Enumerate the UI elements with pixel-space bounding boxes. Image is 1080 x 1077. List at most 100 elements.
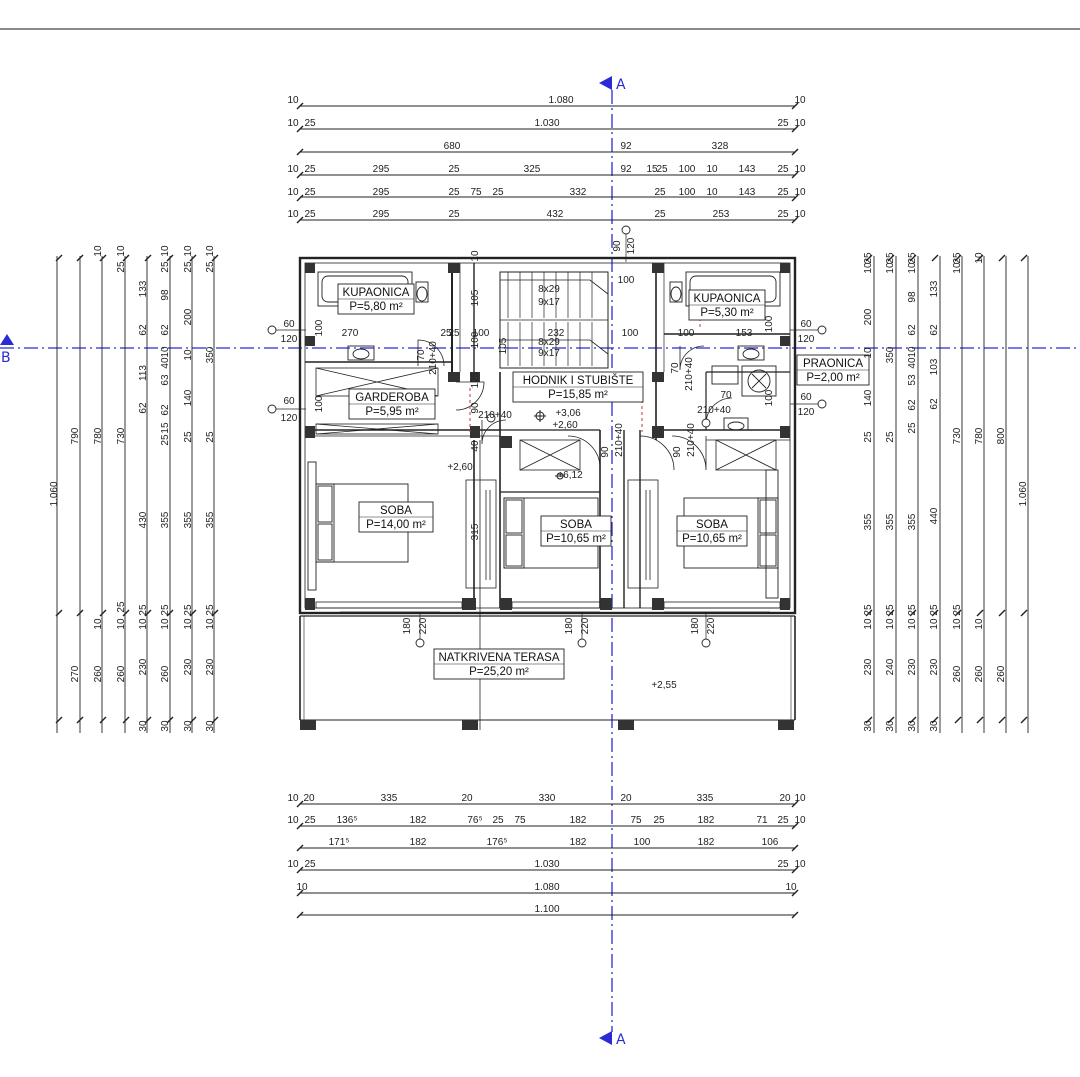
- top-dim-2-1: 92: [620, 141, 632, 152]
- dimension-tick: [998, 609, 1006, 617]
- room-name: PRAONICA: [803, 358, 863, 370]
- plan-vertical-annotation: 100: [314, 395, 325, 412]
- top-dim-3-11: 25: [777, 164, 789, 175]
- dimension-tick: [887, 609, 895, 617]
- top-dim-5-5: 25: [654, 209, 666, 220]
- top-dim-4-12: 10: [794, 187, 806, 198]
- dimension-tick: [954, 716, 962, 724]
- left-dim-5-5: 40: [160, 357, 171, 369]
- right-dim-0-8: 10: [863, 618, 874, 630]
- left-dim-5-4: 10: [160, 346, 171, 358]
- bottom-dim-4-0: 10: [296, 882, 308, 893]
- dimension-tick: [887, 254, 895, 262]
- top-dim-5-4: 432: [547, 209, 564, 220]
- plan-annotation: 120: [798, 407, 815, 418]
- top-dim-4-6: 332: [570, 187, 587, 198]
- top-dim-3-4: 325: [524, 164, 541, 175]
- bottom-dim-1-1: 25: [304, 815, 316, 826]
- dimension-tick: [55, 254, 63, 262]
- dimension-tick: [791, 822, 799, 830]
- top-dim-2-2: 328: [712, 141, 729, 152]
- bottom-dim-1-11: 71: [756, 815, 768, 826]
- top-dim-5-7: 25: [777, 209, 789, 220]
- dimension-tick: [865, 609, 873, 617]
- right-dim-2-1: 10: [907, 262, 918, 274]
- left-dim-6-2: 200: [183, 308, 194, 325]
- section-label-a-bottom: A: [616, 1032, 626, 1048]
- dimension-tick: [76, 254, 84, 262]
- dimension-tick: [166, 716, 174, 724]
- bottom-dim-2-5: 182: [698, 837, 715, 848]
- left-dim-6-4: 140: [183, 389, 194, 406]
- plan-vertical-annotation: 105: [498, 337, 509, 354]
- left-dim-5-8: 15: [160, 422, 171, 434]
- left-dimension-text: 1.06079027010780102601025730102526013362…: [49, 245, 216, 732]
- right-dim-5-0: 10: [974, 252, 985, 264]
- plan-annotation: 100: [622, 328, 639, 339]
- bottom-dim-1-4: 76⁵: [467, 815, 482, 826]
- left-dim-3-1: 25: [116, 261, 127, 273]
- plan-annotation: 100: [618, 275, 635, 286]
- dimension-tick: [211, 716, 219, 724]
- left-dim-3-2: 730: [116, 427, 127, 444]
- plan-vertical-annotation: 40: [470, 440, 481, 452]
- right-dimension-text: 2510200101402535525102303025103502535525…: [863, 252, 1029, 732]
- left-dim-0-0: 1.060: [49, 481, 60, 506]
- door-swings: [417, 339, 733, 471]
- plan-annotation: 210+40: [697, 405, 731, 416]
- dimension-tick: [99, 609, 107, 617]
- bottom-dim-1-0: 10: [287, 815, 299, 826]
- plan-annotation: +2,60: [552, 420, 578, 431]
- bottom-dim-3-0: 10: [287, 859, 299, 870]
- bottom-dim-5-0: 1.100: [534, 904, 559, 915]
- plan-annotation: 120: [281, 334, 298, 345]
- top-dim-3-10: 143: [739, 164, 756, 175]
- right-dim-1-6: 10: [885, 618, 896, 630]
- dimension-tick: [791, 148, 799, 156]
- left-dim-7-5: 10: [205, 618, 216, 630]
- right-dim-1-5: 25: [885, 604, 896, 616]
- right-dim-2-4: 10: [907, 346, 918, 358]
- left-dim-6-6: 355: [183, 511, 194, 528]
- bottom-dim-0-7: 20: [779, 793, 791, 804]
- right-dim-1-0: 25: [885, 252, 896, 264]
- dimension-tick: [296, 171, 304, 179]
- left-dim-4-8: 30: [138, 720, 149, 732]
- bottom-dim-0-2: 335: [381, 793, 398, 804]
- bottom-dim-2-4: 100: [634, 837, 651, 848]
- staircase-treads: [507, 272, 593, 366]
- right-dim-3-7: 230: [929, 658, 940, 675]
- plan-vertical-annotation: 125: [470, 371, 481, 388]
- dimension-tick: [189, 254, 197, 262]
- right-dim-7-0: 1.060: [1018, 481, 1029, 506]
- right-dim-3-5: 25: [929, 604, 940, 616]
- bottom-dim-0-6: 335: [697, 793, 714, 804]
- plan-vertical-annotation: 210+40: [684, 357, 695, 391]
- plan-vertical-annotation: 180: [402, 617, 413, 634]
- bottom-dim-3-2: 1.030: [534, 859, 559, 870]
- left-dim-4-6: 25: [138, 604, 149, 616]
- room-area: P=5,30 m²: [700, 307, 754, 319]
- top-dim-3-5: 92: [620, 164, 632, 175]
- bathroom-fixtures: [317, 271, 781, 431]
- left-dim-6-5: 25: [183, 431, 194, 443]
- dimension-tick: [99, 254, 107, 262]
- left-dim-6-1: 25: [183, 261, 194, 273]
- dimension-tick: [791, 125, 799, 133]
- dimension-tick: [954, 609, 962, 617]
- dimension-tick: [296, 866, 304, 874]
- section-marker-a-top: A: [599, 76, 626, 93]
- right-dim-2-7: 62: [907, 399, 918, 411]
- top-dim-4-9: 10: [706, 187, 718, 198]
- left-dim-5-9: 25: [160, 434, 171, 446]
- top-dim-3-0: 10: [287, 164, 299, 175]
- bottom-dim-2-3: 182: [570, 837, 587, 848]
- top-dim-1-3: 25: [777, 118, 789, 129]
- left-dim-4-2: 113: [138, 365, 149, 381]
- section-label-a-top: A: [616, 77, 626, 93]
- left-dim-1-1: 270: [70, 665, 81, 682]
- top-dim-5-2: 295: [373, 209, 390, 220]
- right-dim-4-0: 25: [952, 252, 963, 264]
